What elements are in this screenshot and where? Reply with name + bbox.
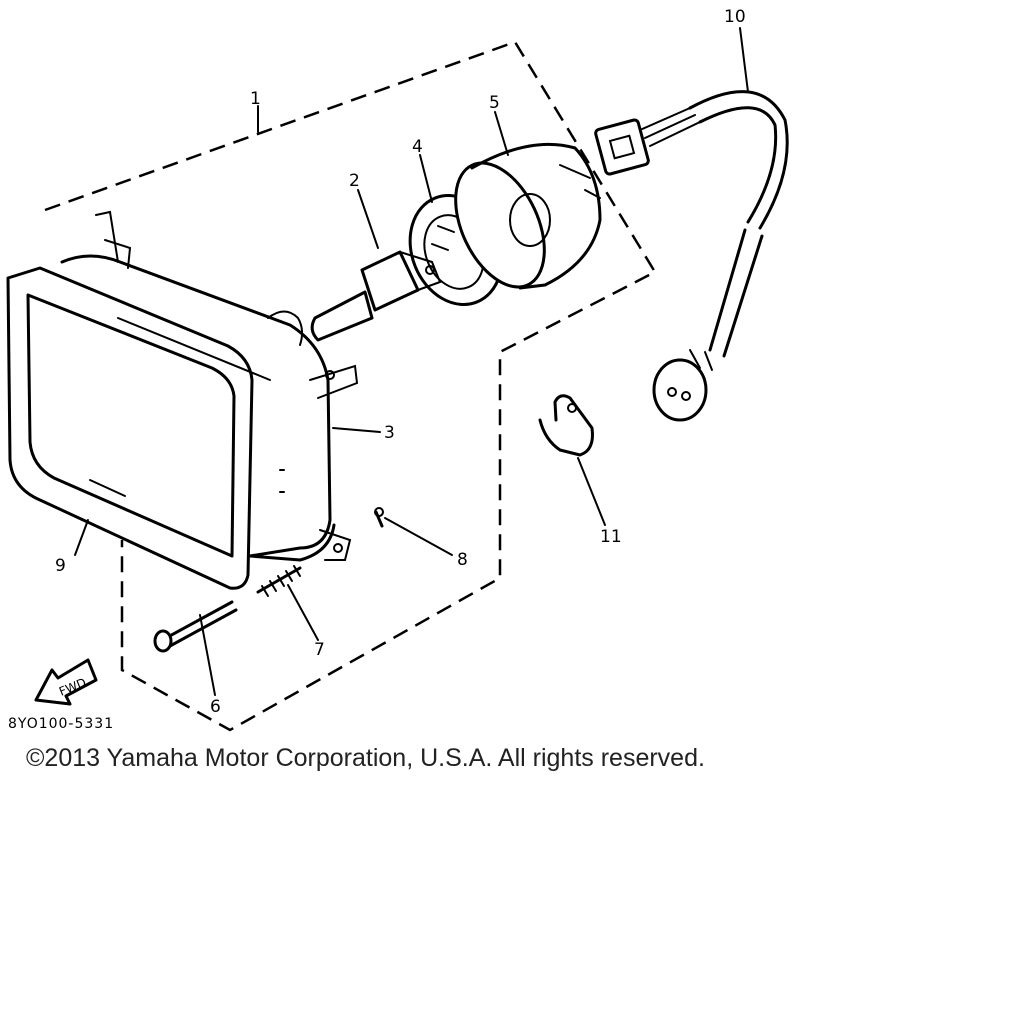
copyright-notice: ©2013 Yamaha Motor Corporation, U.S.A. A…	[26, 744, 705, 772]
callout-10: 10	[724, 7, 746, 27]
leader-lines	[74, 27, 749, 696]
headlight-rim	[6, 266, 254, 590]
assembly-boundary	[44, 40, 657, 732]
bolt	[153, 600, 238, 653]
fwd-label: FWD	[57, 675, 88, 698]
fwd-arrow-icon: FWD	[34, 658, 98, 706]
callout-6: 6	[210, 697, 221, 717]
callout-3: 3	[384, 423, 395, 443]
callout-7: 7	[314, 640, 325, 660]
spring	[256, 565, 302, 597]
wire-harness	[594, 90, 789, 422]
callout-8: 8	[457, 550, 468, 570]
rubber-cover	[454, 142, 602, 290]
bulb	[310, 250, 442, 342]
callout-4: 4	[412, 137, 423, 157]
drawing-code: 8YO100-5331	[8, 716, 114, 732]
nut	[374, 507, 384, 528]
callout-2: 2	[349, 171, 360, 191]
callout-1: 1	[250, 89, 261, 109]
callout-5: 5	[489, 93, 500, 113]
callout-11: 11	[600, 527, 622, 547]
callout-9: 9	[55, 556, 66, 576]
cable-clamp	[538, 394, 594, 457]
headlight-unit	[60, 210, 359, 562]
